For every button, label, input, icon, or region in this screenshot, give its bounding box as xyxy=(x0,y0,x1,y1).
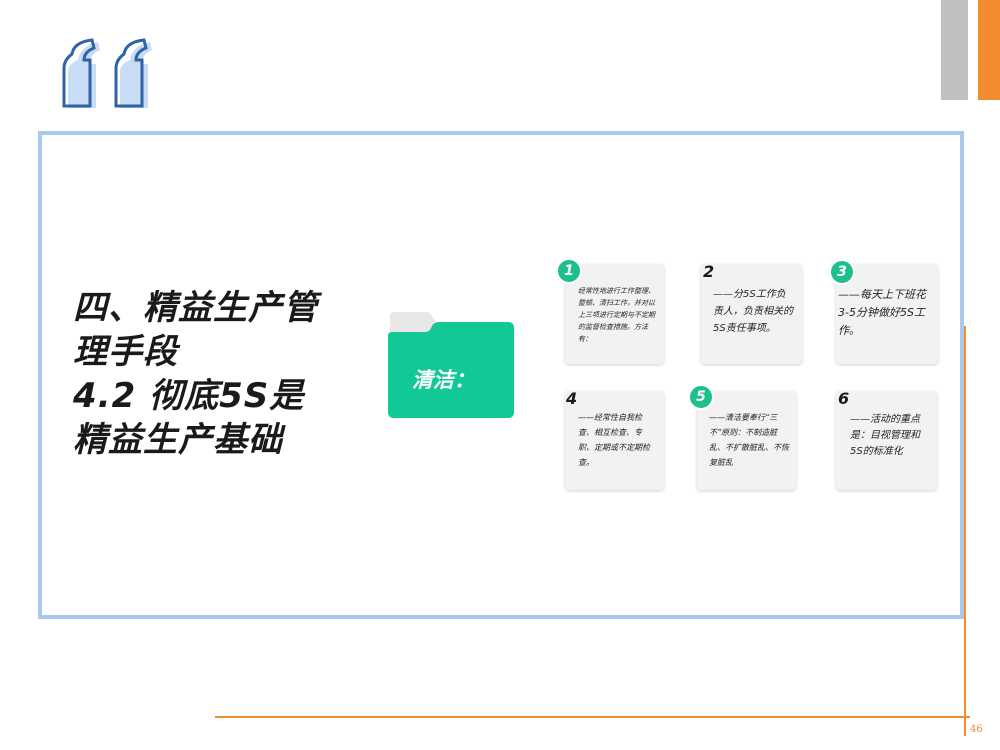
card-number: 6 xyxy=(838,389,850,408)
card-1 xyxy=(565,264,664,364)
card-4 xyxy=(565,391,664,490)
title-line: 四、精益生产管 xyxy=(73,288,318,328)
card-2 xyxy=(701,264,802,364)
page-number: 46 xyxy=(970,724,983,735)
quote-mark-icon xyxy=(62,38,152,108)
card-3 xyxy=(836,264,938,364)
slide-title: 四、精益生产管 理手段 4.2 彻底5S是 精益生产基础 xyxy=(73,286,393,462)
card-number-badge: 5 xyxy=(688,384,714,410)
card-text: ——活动的重点是：目视管理和5S的标准化 xyxy=(850,414,920,457)
card-5 xyxy=(697,391,796,490)
card-number: 2 xyxy=(703,262,715,281)
folder-label: 清洁： xyxy=(412,367,475,392)
card-text: ——清洁要奉行“三不”原则：不制造脏乱、不扩散脏乱、不恢复脏乱 xyxy=(709,413,789,467)
content-frame xyxy=(38,131,964,619)
side-rule xyxy=(964,326,966,736)
card-text: ——经常性自我检查、相互检查、专职、定期或不定期检查。 xyxy=(578,413,650,467)
folder-icon xyxy=(388,312,514,418)
card-text: ——分5S工作负责人，负责相关的5S责任事项。 xyxy=(713,289,793,334)
card-6 xyxy=(836,391,937,490)
card-number-badge: 1 xyxy=(556,258,582,284)
card-text: ——每天上下班花3-5分钟做好5S工作。 xyxy=(838,288,926,337)
title-line: 4.2 彻底5S是 xyxy=(73,376,305,416)
card-number-badge: 3 xyxy=(829,259,855,285)
card-text: 经常性地进行工作整理、整顿、清扫工作，并对以上三项进行定期与不定期的监督检查措施… xyxy=(578,287,655,343)
footer-rule xyxy=(215,716,970,718)
decor-bar-gray xyxy=(941,0,968,100)
title-line: 精益生产基础 xyxy=(73,420,283,460)
card-number: 4 xyxy=(566,389,578,408)
title-line: 理手段 xyxy=(73,332,178,372)
decor-bar-orange xyxy=(978,0,1000,100)
